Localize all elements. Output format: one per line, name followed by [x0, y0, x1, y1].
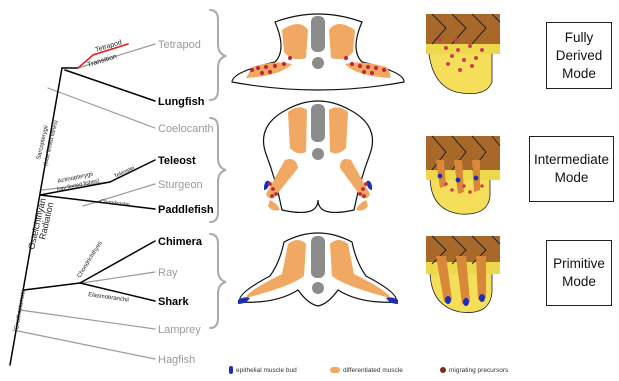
fin-inset-primitive — [426, 236, 500, 313]
taxon-label-teleost: Teleost — [158, 155, 196, 167]
taxon-label-coelocanth: Coelocanth — [158, 123, 214, 135]
taxon-label-hagfish: Hagfish — [158, 354, 195, 366]
legend-label-differentiated: differentiated muscle — [343, 367, 403, 374]
taxon-label-tetrapod: Tetrapod — [158, 39, 201, 51]
phylogenetic-tree — [10, 44, 155, 365]
brace-bottom — [210, 234, 226, 328]
fin-inset-intermediate — [426, 136, 500, 214]
cross-section-fully-derived — [232, 14, 404, 90]
clade-label-gnathostomata: Gnathostomata — [14, 288, 27, 330]
clade-label-chondrostei: Chondrostei — [100, 199, 130, 208]
legend-label-epithelial: epithelial muscle bud — [236, 367, 297, 374]
fin-inset-fully-derived — [426, 14, 500, 94]
legend-item-differentiated: differentiated muscle — [330, 364, 403, 376]
taxon-label-chimera: Chimera — [158, 236, 203, 248]
legend-item-epithelial: epithelial muscle bud — [229, 364, 297, 376]
clade-label-chondrichthyes: Chondrichthyes — [77, 241, 104, 280]
cross-section-primitive — [238, 233, 398, 306]
differentiated-muscle-swatch-icon — [330, 367, 340, 373]
brace-top — [210, 10, 226, 100]
mode-label-fully-derived: Fully Derived Mode — [556, 29, 603, 83]
muscle-bud-swatch-icon — [229, 366, 233, 374]
clade-label-teleostei: Teleostei — [113, 165, 135, 180]
taxon-label-lamprey: Lamprey — [158, 324, 201, 336]
clade-label-tetrapod: Tetrapod — [95, 39, 123, 54]
clade-labels: Tetrapod Transition Sarcopterygii (lobe … — [14, 39, 135, 330]
taxon-label-shark: Shark — [158, 296, 189, 308]
mode-box-primitive: Primitive Mode — [546, 240, 612, 306]
migrating-precursor-swatch-icon — [440, 367, 446, 373]
group-braces — [210, 10, 226, 328]
taxon-label-sturgeon: Sturgeon — [158, 179, 203, 191]
mode-box-fully-derived: Fully Derived Mode — [546, 22, 612, 89]
mode-label-intermediate: Intermediate Mode — [534, 151, 609, 187]
taxon-label-lungfish: Lungfish — [158, 96, 205, 108]
mode-label-primitive: Primitive Mode — [553, 255, 605, 291]
taxon-labels: Tetrapod Lungfish Coelocanth Teleost Stu… — [158, 39, 214, 366]
legend-item-migrating: migrating precursors — [440, 364, 508, 376]
mode-box-intermediate: Intermediate Mode — [529, 136, 614, 202]
taxon-label-ray: Ray — [158, 267, 178, 279]
legend-label-migrating: migrating precursors — [449, 367, 508, 374]
cross-section-intermediate — [264, 101, 373, 212]
taxon-label-paddlefish: Paddlefish — [158, 204, 214, 216]
